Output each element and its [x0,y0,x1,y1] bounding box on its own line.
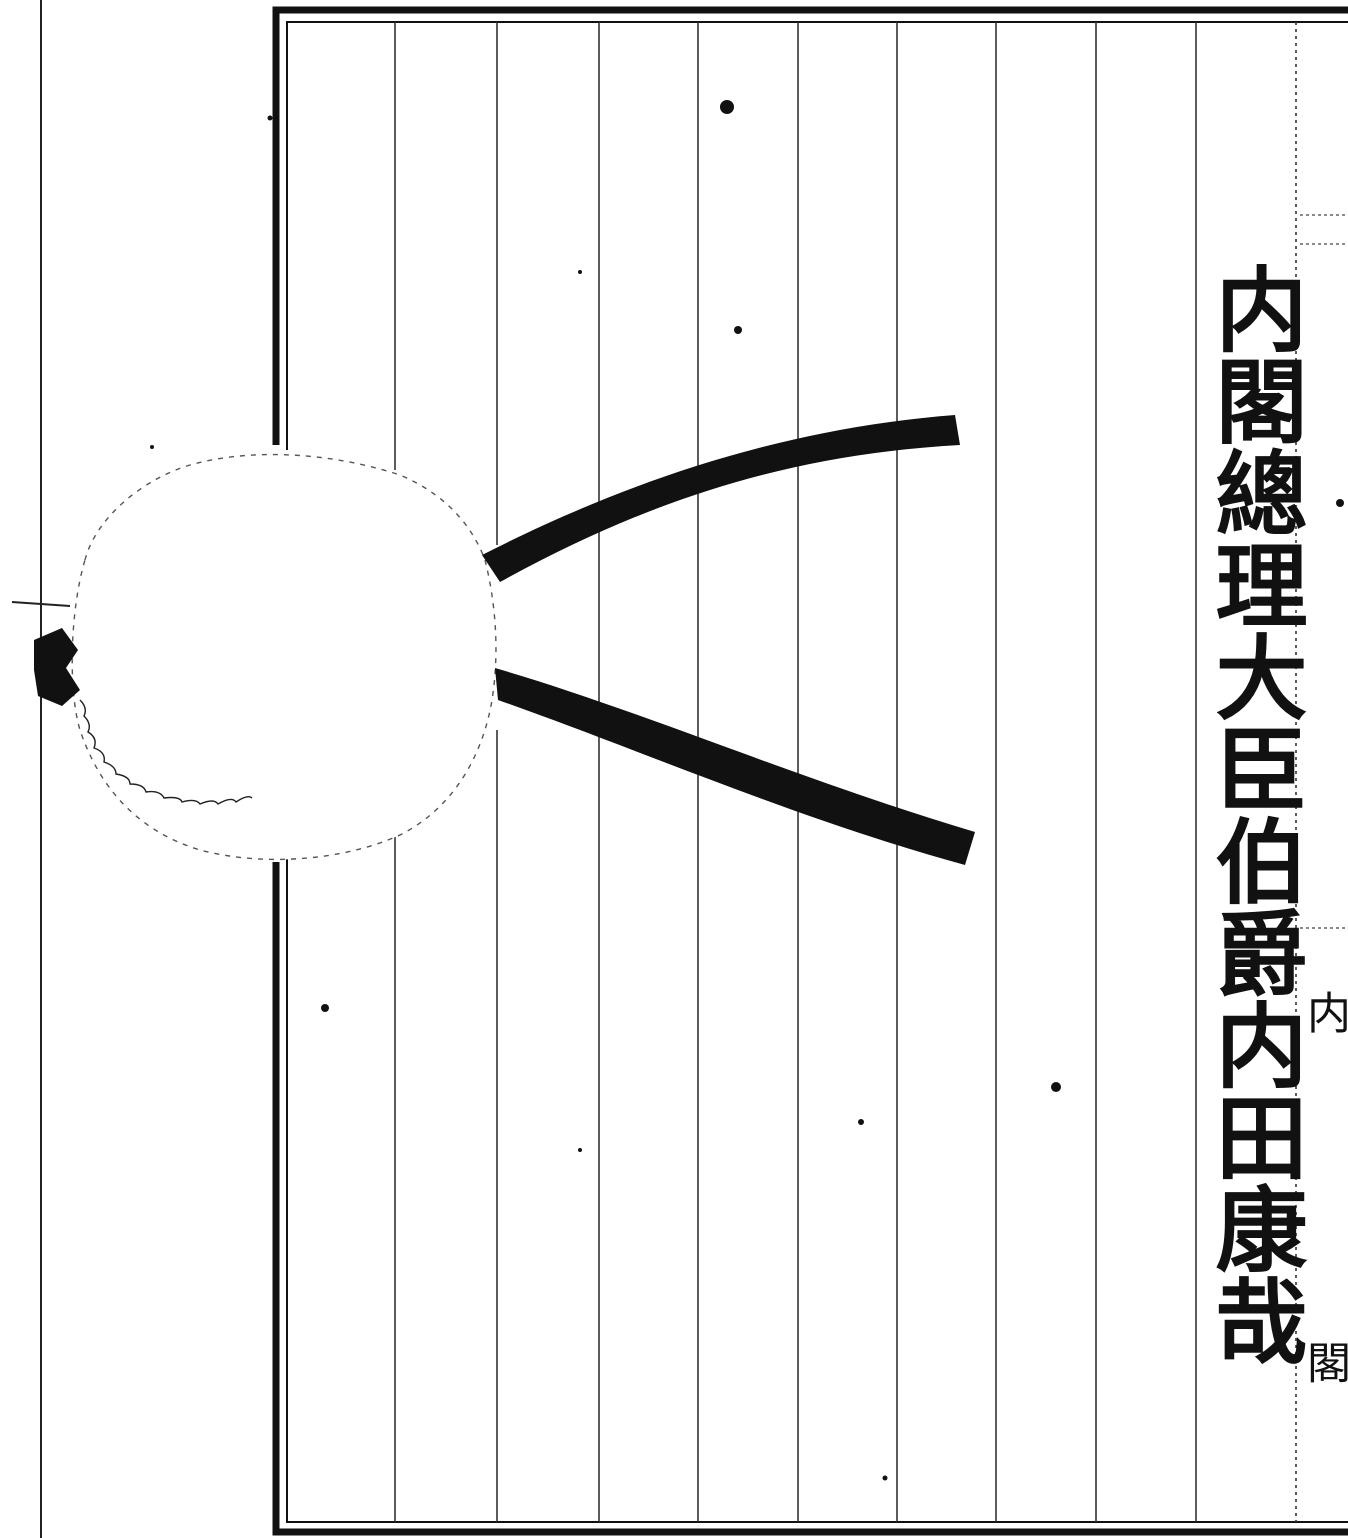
torn-fragment-line [11,601,71,607]
margin-mark-upper: 内 [1299,990,1348,1034]
signature-main-column: 内閣總理大臣伯爵内田康哉 [1200,262,1308,1366]
lower-seal-band [495,668,975,865]
outer-border [272,6,1348,1536]
margin-mark-lower: 閣 [1299,1340,1348,1384]
seal-tail-strokes [482,415,975,865]
seal-hole [11,453,497,861]
ink-dots [150,100,1344,1481]
edge-dash-marks [1300,214,1348,929]
torn-fragment [34,628,80,706]
upper-seal-band [482,415,960,582]
